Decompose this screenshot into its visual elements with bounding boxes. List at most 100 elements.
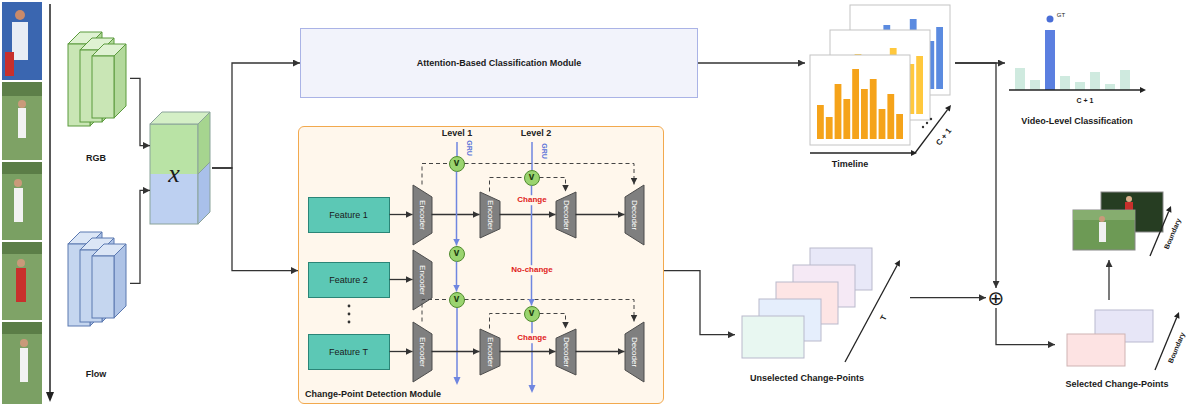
node-label: Video-Level Classification (1021, 116, 1132, 127)
node-label: v (454, 247, 460, 259)
decoder-block: Decoder (556, 329, 576, 375)
gru-node: v (524, 170, 540, 186)
state-label: Change (515, 195, 548, 205)
node-label: C + 1 (1077, 97, 1094, 105)
fusion-symbol: ⊕ (986, 288, 1006, 308)
gru-arrowheads (454, 377, 536, 393)
node-label: Selected Change-Points (1065, 379, 1168, 390)
node-label: Encoder (485, 337, 495, 367)
video-frames (2, 2, 42, 404)
state-label: Change (515, 333, 548, 343)
gru-node: v (524, 306, 540, 322)
connector (955, 63, 996, 288)
shape-art (62, 228, 130, 386)
connector (432, 351, 480, 352)
connector (490, 178, 524, 192)
feature-tensor: x (150, 112, 212, 224)
connector (432, 214, 480, 215)
decoder-block: Decoder (556, 192, 576, 238)
feature-box: Feature 2 (308, 262, 390, 298)
connector (456, 262, 458, 292)
node-label: Encoder (417, 337, 427, 367)
shape-art (1005, 5, 1150, 135)
boundary-frames: Boundary (1065, 190, 1185, 260)
feature-box: Feature 1 (308, 197, 390, 233)
connector (456, 172, 458, 246)
connector (996, 308, 1055, 345)
shape-art (62, 28, 130, 168)
connector (576, 214, 625, 215)
node-label: Encoder (417, 200, 427, 230)
connector (531, 186, 533, 306)
change-point-stack: BoundarySelected Change-Points (1055, 300, 1190, 395)
node-label: Boundary (1167, 331, 1187, 364)
decoder-block: Decoder (625, 185, 644, 245)
shape-art (805, 3, 955, 173)
connector (130, 78, 150, 145)
connector (490, 314, 524, 329)
connector (576, 351, 625, 352)
node-label: Timeline (832, 159, 868, 170)
connector (130, 190, 150, 283)
decoder-block: Decoder (625, 322, 644, 382)
encoder-block: Encoder (413, 185, 432, 245)
node-label: GT (1057, 12, 1065, 19)
connector (390, 214, 413, 215)
node-label: x (168, 158, 180, 189)
gru-node: v (449, 246, 465, 262)
node-label: Boundary (1163, 217, 1183, 250)
node-label: Encoder (485, 200, 495, 230)
node-label: Feature 2 (329, 275, 368, 285)
gru-label: GRU (540, 143, 548, 159)
encoder-block: Encoder (480, 329, 500, 375)
gru-node: v (449, 292, 465, 308)
node-label: v (529, 307, 535, 319)
node-label: Decoder (561, 336, 571, 366)
node-label: v (529, 171, 535, 183)
connector (390, 279, 413, 280)
connector (212, 63, 300, 168)
gru-label: GRU (465, 140, 473, 156)
node-label: Decoder (629, 336, 639, 366)
connector (540, 314, 566, 329)
node-label: Encoder (417, 265, 427, 295)
feature-box: Feature T (308, 334, 390, 370)
connector (422, 164, 449, 185)
change-point-stack: TUnselected Change-Points (735, 240, 910, 388)
connector (212, 168, 298, 271)
node-label: Flow (86, 369, 107, 380)
gru-node: v (449, 156, 465, 172)
module-box: Attention-Based Classification Module (300, 28, 698, 98)
node-label: v (454, 293, 460, 305)
connector (910, 297, 986, 298)
node-label: Change-Point Detection Module (305, 389, 441, 400)
level-label: Level 1 (442, 128, 473, 139)
encoder-block: Encoder (413, 322, 432, 382)
shape-art (150, 112, 212, 224)
shape-art (735, 240, 910, 388)
level-label: Level 2 (521, 128, 552, 139)
node-label: Unselected Change-Points (750, 373, 864, 384)
node-label: Decoder (561, 199, 571, 229)
input-stream-stack: Flow (62, 228, 130, 386)
time-axis (46, 4, 54, 402)
ellipsis-dots (348, 305, 351, 324)
gru-level-lines (457, 142, 532, 386)
connector (540, 178, 566, 192)
node-label: Attention-Based Classification Module (417, 58, 582, 68)
state-label: No-change (509, 265, 554, 275)
node-label: Feature T (329, 347, 368, 357)
node-label: v (454, 157, 460, 169)
connector (390, 351, 413, 352)
connector (422, 300, 449, 322)
classification-chart: GT C + 1 Video-Level Classification (1005, 5, 1150, 135)
node-label: RGB (86, 153, 106, 164)
connector (1108, 260, 1109, 300)
connector (500, 214, 556, 215)
input-stream-stack: RGB (62, 28, 130, 168)
node-label: C + 1 (934, 126, 953, 147)
node-label: Decoder (629, 199, 639, 229)
